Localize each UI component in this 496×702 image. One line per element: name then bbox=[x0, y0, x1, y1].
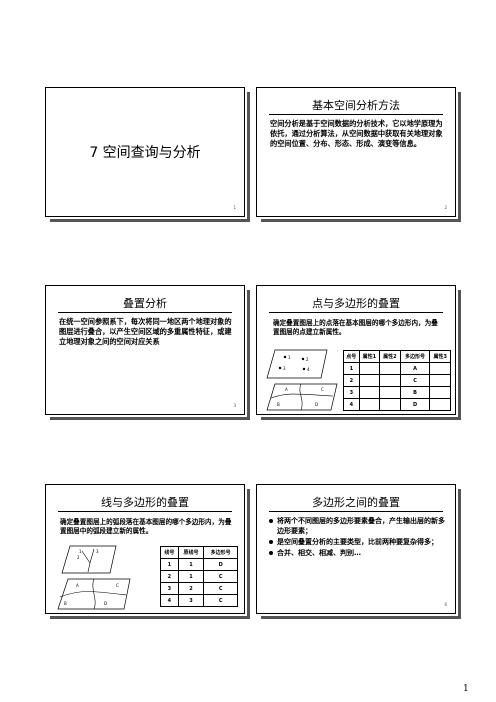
line-label-1: 1 bbox=[79, 549, 82, 554]
table-cell bbox=[358, 374, 381, 387]
slide-title: 多边形之间的叠置 bbox=[312, 496, 400, 509]
line-label-2: 2 bbox=[77, 555, 80, 560]
poly-label-d: D bbox=[104, 601, 107, 606]
title-rule bbox=[269, 511, 443, 512]
table-cell bbox=[429, 386, 451, 399]
slide-title: 叠置分析 bbox=[123, 297, 167, 310]
table-cell: 2 bbox=[343, 374, 360, 387]
table-cell bbox=[379, 398, 401, 411]
table-cell: C bbox=[203, 570, 238, 583]
table-cell: 1 bbox=[177, 570, 205, 583]
point-table-header: 属性2 bbox=[379, 350, 401, 363]
table-cell: C bbox=[399, 374, 431, 387]
slide-5: 线与多边形的叠置 确定叠置图层上的弧段落在基本图层的哪个多边形内，为叠置图层中的… bbox=[45, 484, 250, 619]
poly-label-a: A bbox=[76, 583, 79, 588]
table-cell bbox=[429, 374, 451, 387]
slide-number: 3 bbox=[233, 403, 236, 408]
table-cell bbox=[379, 374, 401, 387]
poly-label-c: C bbox=[321, 387, 324, 392]
line-label-3: 3 bbox=[96, 549, 99, 554]
poly-label-b: B bbox=[64, 601, 67, 606]
slide-body: 确定叠置图层上的弧段落在基本图层的哪个多边形内，为叠置图层中的弧段建立新的属性。 bbox=[60, 518, 232, 535]
slide-body: 在统一空间参照系下，每次将同一地区两个地理对象的图层进行叠合，以产生空间区域的多… bbox=[59, 317, 232, 346]
line-table-header: 线号 bbox=[160, 546, 179, 559]
table-cell bbox=[358, 362, 381, 375]
slide-number: 6 bbox=[444, 602, 447, 607]
table-cell: B bbox=[399, 386, 431, 399]
slide-title: 点与多边形的叠置 bbox=[312, 297, 400, 310]
slide-number: 2 bbox=[444, 205, 447, 210]
slide-body: 空间分析是基于空间数据的分析技术，它以地学原理为依托，通过分析算法，从空间数据中… bbox=[270, 119, 443, 148]
slide-3: 叠置分析 在统一空间参照系下，每次将同一地区两个地理对象的图层进行叠合，以产生空… bbox=[45, 285, 250, 420]
slide-number: 1 bbox=[233, 205, 236, 210]
bullet-list: 将两个不同图层的多边形要素叠合，产生输出层的新多边形要素； 是空间叠置分析的主要… bbox=[269, 516, 445, 559]
poly-label-a: A bbox=[285, 387, 288, 392]
table-cell: C bbox=[203, 594, 238, 607]
line-table-header: 原线号 bbox=[177, 546, 205, 559]
slide-6: 多边形之间的叠置 将两个不同图层的多边形要素叠合，产生输出层的新多边形要素； 是… bbox=[256, 484, 461, 619]
title-rule bbox=[58, 511, 232, 512]
slide-title: 7 空间查询与分析 bbox=[89, 145, 201, 161]
title-rule bbox=[58, 312, 232, 313]
table-cell: 3 bbox=[343, 386, 360, 399]
table-cell: A bbox=[399, 362, 431, 375]
point-label-2: 2 bbox=[306, 357, 309, 362]
point-table-header: 属性1 bbox=[358, 350, 381, 363]
table-cell: 1 bbox=[343, 362, 360, 375]
table-cell: 2 bbox=[177, 582, 205, 595]
line-table-header: 多边形号 bbox=[203, 546, 238, 559]
table-cell: 3 bbox=[160, 582, 179, 595]
point-label-4: 4 bbox=[307, 367, 310, 372]
slide-title: 基本空间分析方法 bbox=[312, 99, 400, 112]
table-cell bbox=[358, 386, 381, 399]
bullet-item: 合并、相交、相减、判别… bbox=[269, 548, 445, 558]
slide-1: 7 空间查询与分析 1 bbox=[45, 87, 250, 222]
bullet-item: 将两个不同图层的多边形要素叠合，产生输出层的新多边形要素； bbox=[269, 516, 445, 536]
table-cell: 1 bbox=[160, 558, 179, 571]
table-cell: D bbox=[203, 558, 238, 571]
point-table-header: 多边形号 bbox=[399, 350, 431, 363]
point-table-header: 点号 bbox=[343, 350, 360, 363]
table-cell: 4 bbox=[160, 594, 179, 607]
page-number: 1 bbox=[463, 684, 469, 694]
slide-title: 线与多边形的叠置 bbox=[101, 496, 189, 509]
table-cell bbox=[379, 362, 401, 375]
table-cell: 2 bbox=[160, 570, 179, 583]
point-label-3: 3 bbox=[283, 366, 286, 371]
line-polygon-diagram: 1 2 3 A B C D bbox=[57, 545, 131, 610]
slide-2: 基本空间分析方法 空间分析是基于空间数据的分析技术，它以地学原理为依托，通过分析… bbox=[256, 87, 461, 222]
title-rule bbox=[269, 114, 443, 115]
bullet-item: 是空间叠置分析的主要类型，比前两种要复杂得多； bbox=[269, 537, 445, 547]
table-cell bbox=[358, 398, 381, 411]
point-polygon-diagram: 1 2 3 4 A B C D bbox=[266, 349, 338, 411]
poly-label-d: D bbox=[315, 402, 318, 407]
slide-body: 确定叠置图层上的点落在基本图层的哪个多边形内，为叠置图层的点建立新属性。 bbox=[273, 319, 438, 336]
poly-label-c: C bbox=[116, 583, 119, 588]
point-label-1: 1 bbox=[288, 355, 291, 360]
table-cell: 3 bbox=[177, 594, 205, 607]
table-cell: 4 bbox=[343, 398, 360, 411]
table-cell bbox=[429, 398, 451, 411]
poly-label-b: B bbox=[277, 402, 280, 407]
title-rule bbox=[269, 312, 443, 313]
table-cell: 1 bbox=[177, 558, 205, 571]
table-cell: D bbox=[399, 398, 431, 411]
table-cell bbox=[429, 362, 451, 375]
table-cell: C bbox=[203, 582, 238, 595]
slide-4: 点与多边形的叠置 确定叠置图层上的点落在基本图层的哪个多边形内，为叠置图层的点建… bbox=[256, 285, 461, 420]
point-table-header: 属性3 bbox=[429, 350, 451, 363]
table-cell bbox=[379, 386, 401, 399]
